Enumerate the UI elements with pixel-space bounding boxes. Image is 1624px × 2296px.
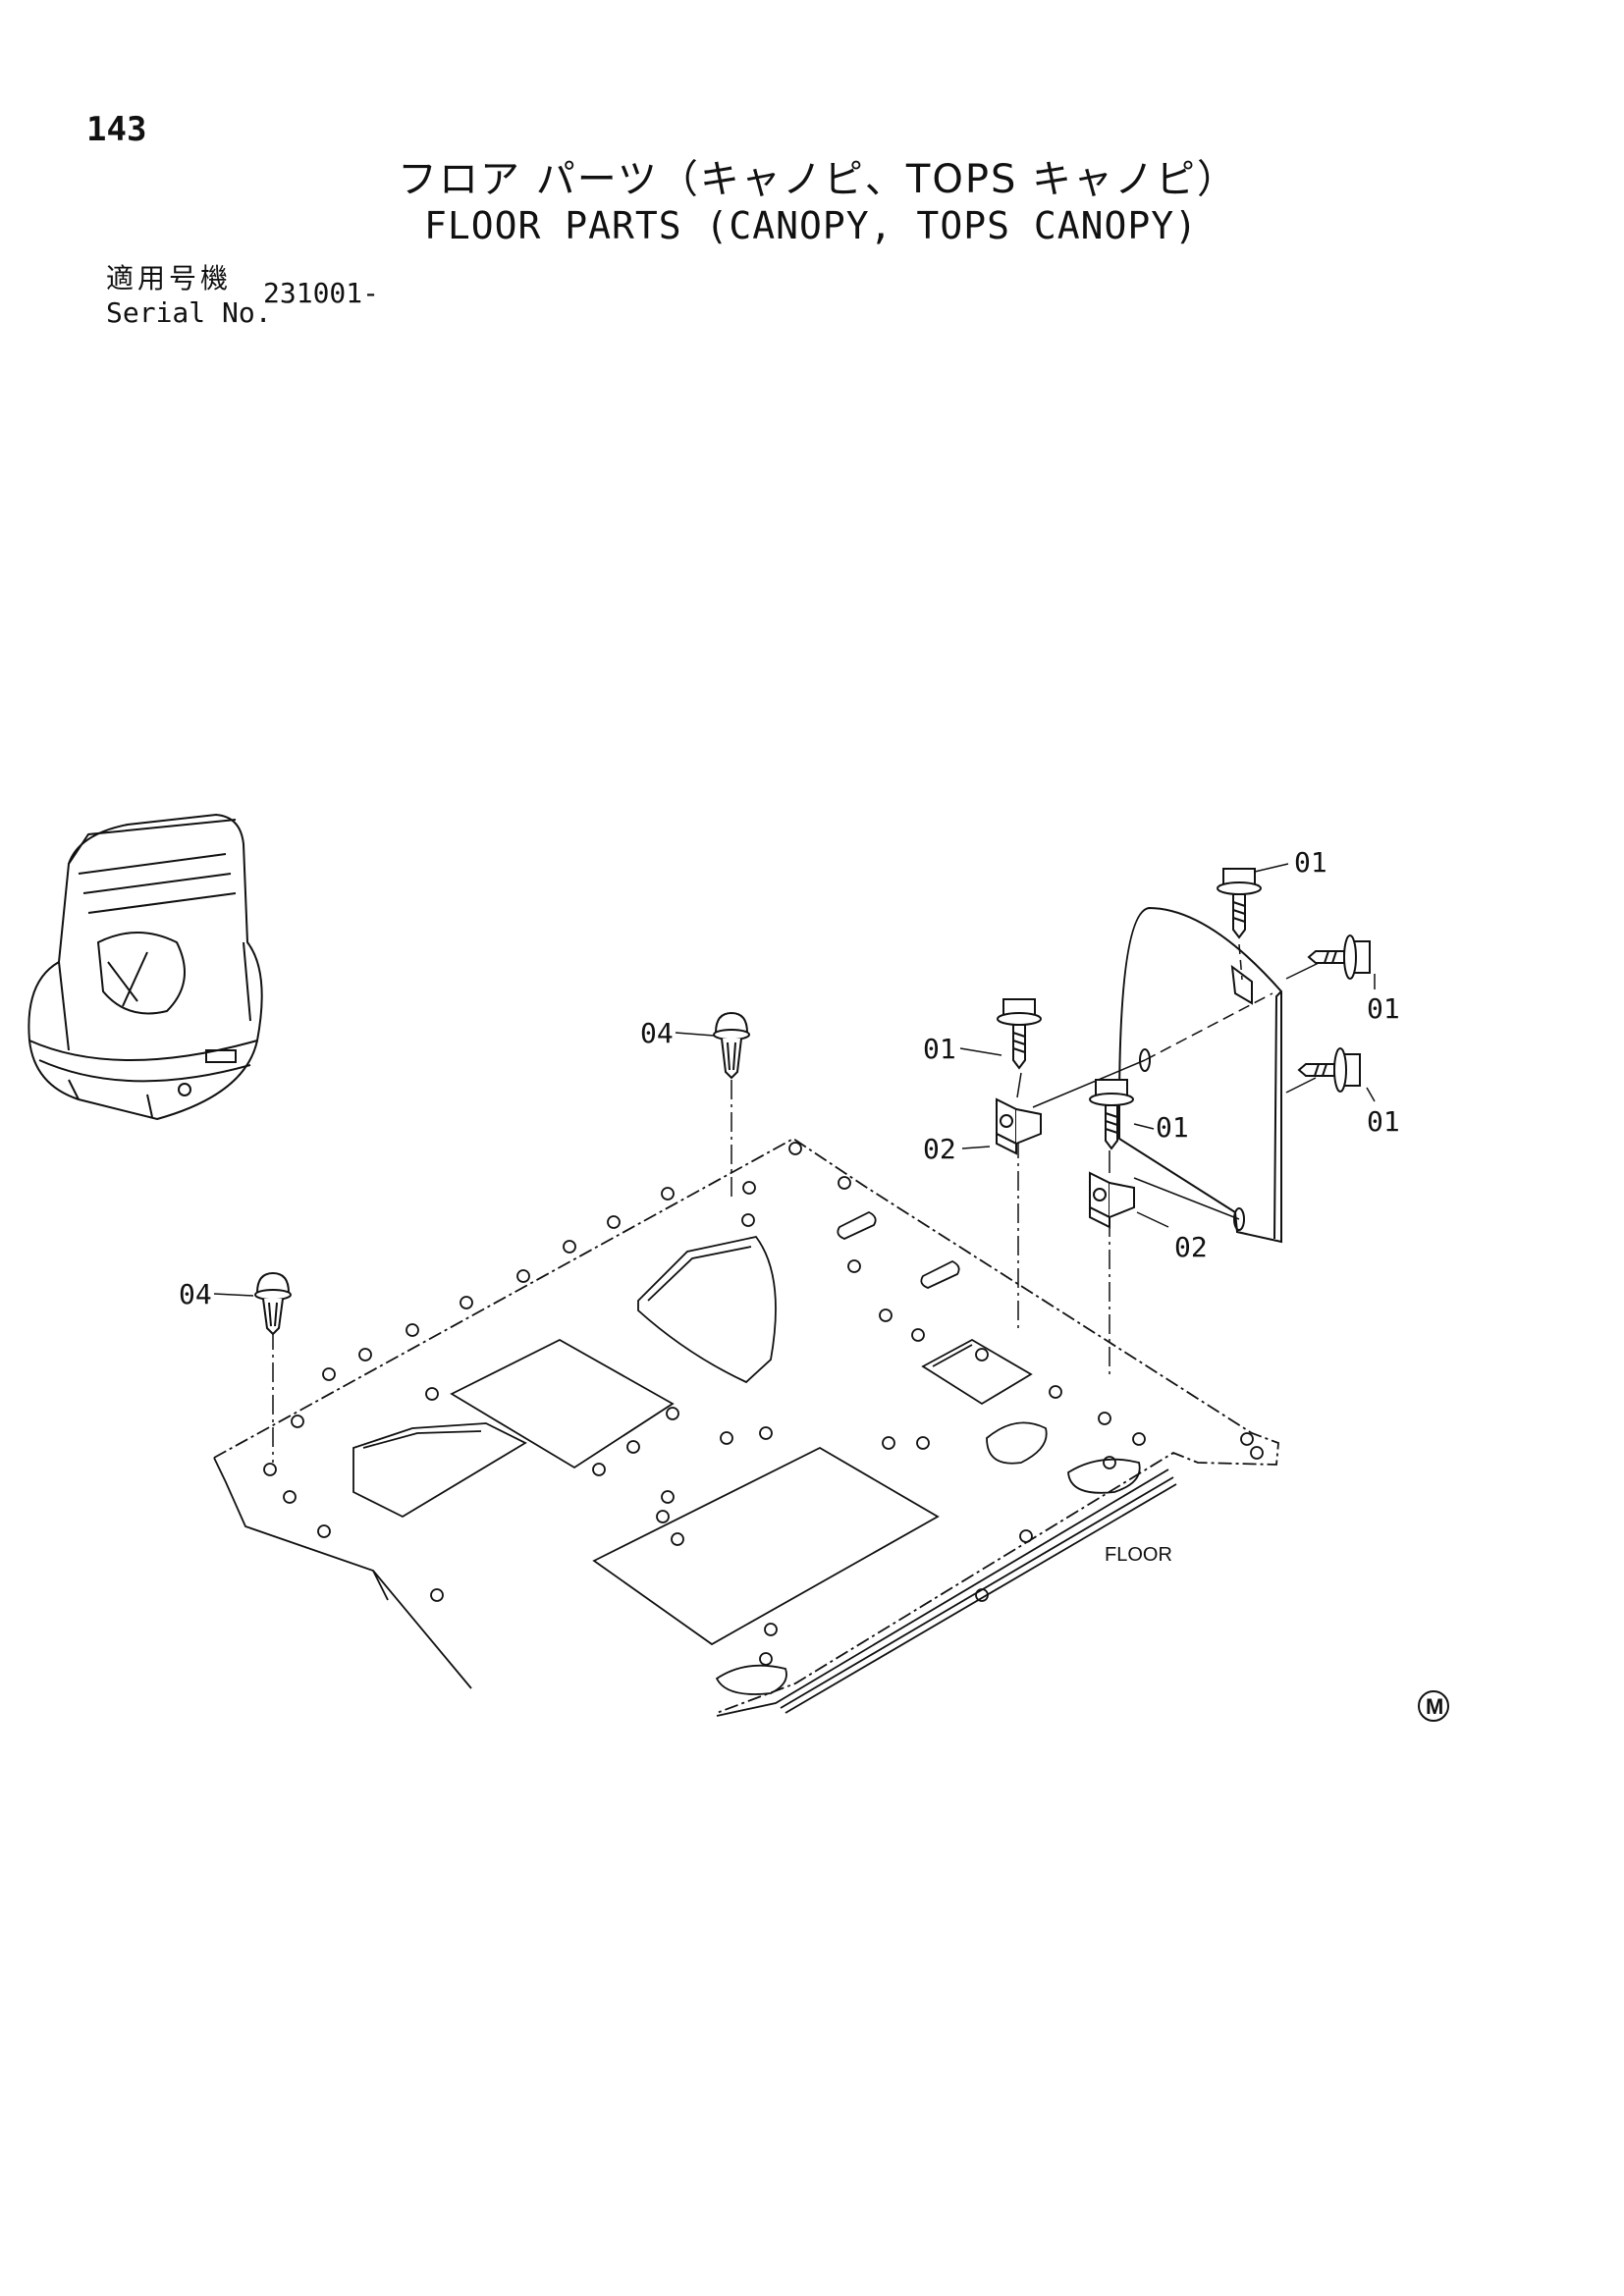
page-title-japanese: フロア パーツ（キャノピ、TOPS キャノピ） [398,157,1239,202]
callout-clip-lower: 04 [179,1278,212,1310]
callout-bracket-right: 02 [1174,1231,1208,1263]
callout-bolt-top: 01 [1294,846,1327,879]
floor-label: FLOOR [1105,1544,1172,1566]
corner-mark-letter: M [1426,1694,1443,1719]
callout-bracket-left: 02 [923,1133,956,1165]
callout-bolt-center: 01 [1156,1111,1189,1144]
push-clip-icon [254,1011,750,1336]
callout-bolt-left: 01 [923,1033,956,1065]
excavator-canopy-icon [27,813,263,1121]
side-panel [1118,906,1282,1244]
page-title-english: FLOOR PARTS (CANOPY, TOPS CANOPY) [424,204,1198,247]
flange-bolt-icon [997,868,1371,1150]
mounting-holes [263,1142,1264,1666]
assembly-lines [272,943,1322,1463]
serial-label: Serial No. [106,296,272,329]
angle-bracket-icon [996,1097,1135,1229]
serial-label-japanese: 適用号機 [106,262,233,294]
floor-plate [213,1137,1279,1717]
serial-value: 231001- [263,277,380,309]
corner-mark: M [1418,1690,1449,1722]
callout-bolt-right-lower: 01 [1367,1105,1400,1138]
callout-bolt-right-upper: 01 [1367,992,1400,1025]
callout-clip-upper: 04 [640,1017,674,1049]
page-number: 143 [86,110,147,149]
callout-leaders [213,863,1376,1297]
